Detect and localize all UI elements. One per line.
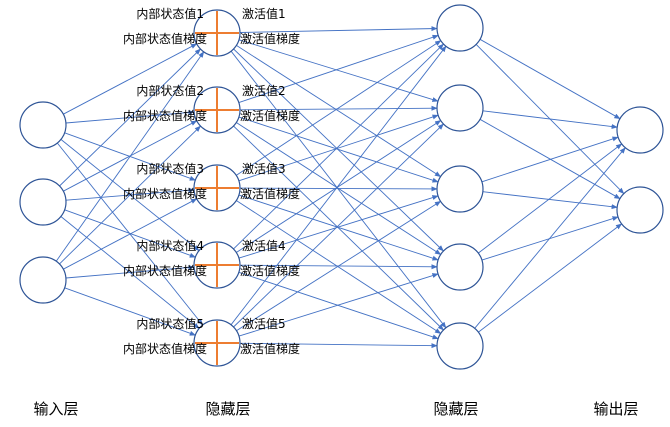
internal-state-label-3: 内部状态值3	[136, 161, 204, 176]
internal-state-label-4: 内部状态值4	[136, 238, 204, 253]
node-hidden2-5	[436, 322, 484, 370]
layer-label-input: 输入层	[33, 400, 78, 418]
node-input-3	[19, 256, 67, 304]
edge-hidden2-3-to-output-2	[482, 191, 618, 210]
activation-gradient-label-2: 激活值梯度	[240, 108, 300, 123]
internal-state-label-2: 内部状态值2	[136, 83, 204, 98]
activation-label-4: 激活值4	[242, 238, 286, 253]
edge-hidden2-2-to-output-2	[479, 118, 621, 200]
edge-hidden1-4-to-hidden2-1	[233, 43, 444, 250]
edge-hidden2-1-to-output-1	[479, 38, 621, 120]
activation-label-5: 激活值5	[242, 316, 286, 331]
edge-hidden1-1-to-hidden2-1	[239, 26, 438, 33]
node-input-1	[19, 101, 67, 149]
nodes-group	[19, 4, 664, 370]
labels-group: 内部状态值1内部状态值梯度激活值1激活值梯度内部状态值2内部状态值梯度激活值2激…	[33, 6, 638, 418]
edge-input-3-to-hidden1-2	[59, 125, 201, 265]
edge-input-1-to-hidden1-1	[63, 43, 198, 115]
internal-state-gradient-label-2: 内部状态值梯度	[123, 108, 207, 123]
edge-hidden1-3-to-hidden2-1	[235, 40, 442, 176]
internal-state-label-5: 内部状态值5	[136, 316, 204, 331]
edge-hidden1-4-to-hidden2-2	[236, 120, 442, 253]
activation-gradient-label-3: 激活值梯度	[240, 186, 300, 201]
layer-label-output: 输出层	[593, 400, 638, 418]
edge-hidden1-2-to-hidden2-2	[239, 105, 438, 111]
edge-input-3-to-hidden1-4	[65, 264, 195, 279]
node-hidden2-1	[436, 4, 484, 52]
edge-hidden1-5-to-hidden2-4	[238, 273, 439, 337]
edge-hidden1-1-to-hidden2-5	[230, 50, 447, 329]
activation-label-2: 激活值2	[242, 83, 286, 98]
node-hidden2-2	[436, 84, 484, 132]
edge-hidden1-3-to-hidden2-4	[238, 194, 439, 261]
edge-hidden1-5-to-hidden2-1	[230, 45, 447, 326]
activation-gradient-label-4: 激活值梯度	[240, 263, 300, 278]
layer-label-hidden2: 隐藏层	[433, 400, 478, 418]
edge-hidden1-3-to-hidden2-2	[238, 114, 439, 182]
edge-input-3-to-hidden1-3	[63, 198, 198, 270]
edge-hidden1-4-to-hidden2-3	[238, 195, 439, 259]
activation-label-1: 激活值1	[242, 6, 286, 21]
edge-hidden1-3-to-hidden2-5	[236, 200, 442, 334]
internal-state-gradient-label-5: 内部状态值梯度	[123, 341, 207, 356]
edge-hidden1-5-to-hidden2-3	[236, 200, 442, 332]
edge-hidden2-3-to-output-1	[481, 136, 619, 183]
edge-input-3-to-hidden1-1	[55, 51, 205, 262]
node-output-2	[616, 186, 664, 234]
node-hidden2-3	[436, 165, 484, 213]
edge-hidden1-2-to-hidden2-1	[238, 34, 439, 104]
activation-label-3: 激活值3	[242, 161, 286, 176]
node-output-1	[616, 106, 664, 154]
edge-hidden1-1-to-hidden2-4	[233, 48, 444, 252]
edges-group	[55, 26, 626, 349]
internal-state-gradient-label-3: 内部状态值梯度	[123, 186, 207, 201]
edge-hidden1-4-to-hidden2-5	[238, 271, 439, 340]
edge-hidden2-5-to-output-2	[478, 223, 623, 333]
edge-hidden1-5-to-hidden2-2	[233, 123, 444, 328]
internal-state-gradient-label-1: 内部状态值梯度	[123, 31, 207, 46]
edge-hidden2-5-to-output-1	[474, 147, 626, 329]
edge-input-2-to-hidden1-1	[59, 48, 201, 187]
activation-gradient-label-1: 激活值梯度	[240, 31, 300, 46]
edge-hidden1-3-to-hidden2-3	[239, 186, 438, 192]
edge-hidden1-2-to-hidden2-3	[238, 116, 439, 183]
edge-hidden1-5-to-hidden2-5	[239, 342, 438, 349]
layer-label-hidden1: 隐藏层	[205, 400, 250, 418]
internal-state-label-1: 内部状态值1	[136, 6, 204, 21]
internal-state-gradient-label-4: 内部状态值梯度	[123, 263, 207, 278]
edge-hidden2-2-to-output-1	[482, 110, 618, 130]
edge-input-3-to-hidden1-5	[64, 287, 196, 336]
edge-hidden1-1-to-hidden2-2	[238, 39, 439, 102]
node-hidden2-4	[436, 243, 484, 291]
edge-hidden1-2-to-hidden2-5	[233, 125, 444, 331]
node-input-2	[19, 178, 67, 226]
edge-hidden1-1-to-hidden2-3	[236, 45, 442, 177]
activation-gradient-label-5: 激活值梯度	[240, 341, 300, 356]
edge-hidden2-4-to-output-1	[478, 143, 623, 254]
